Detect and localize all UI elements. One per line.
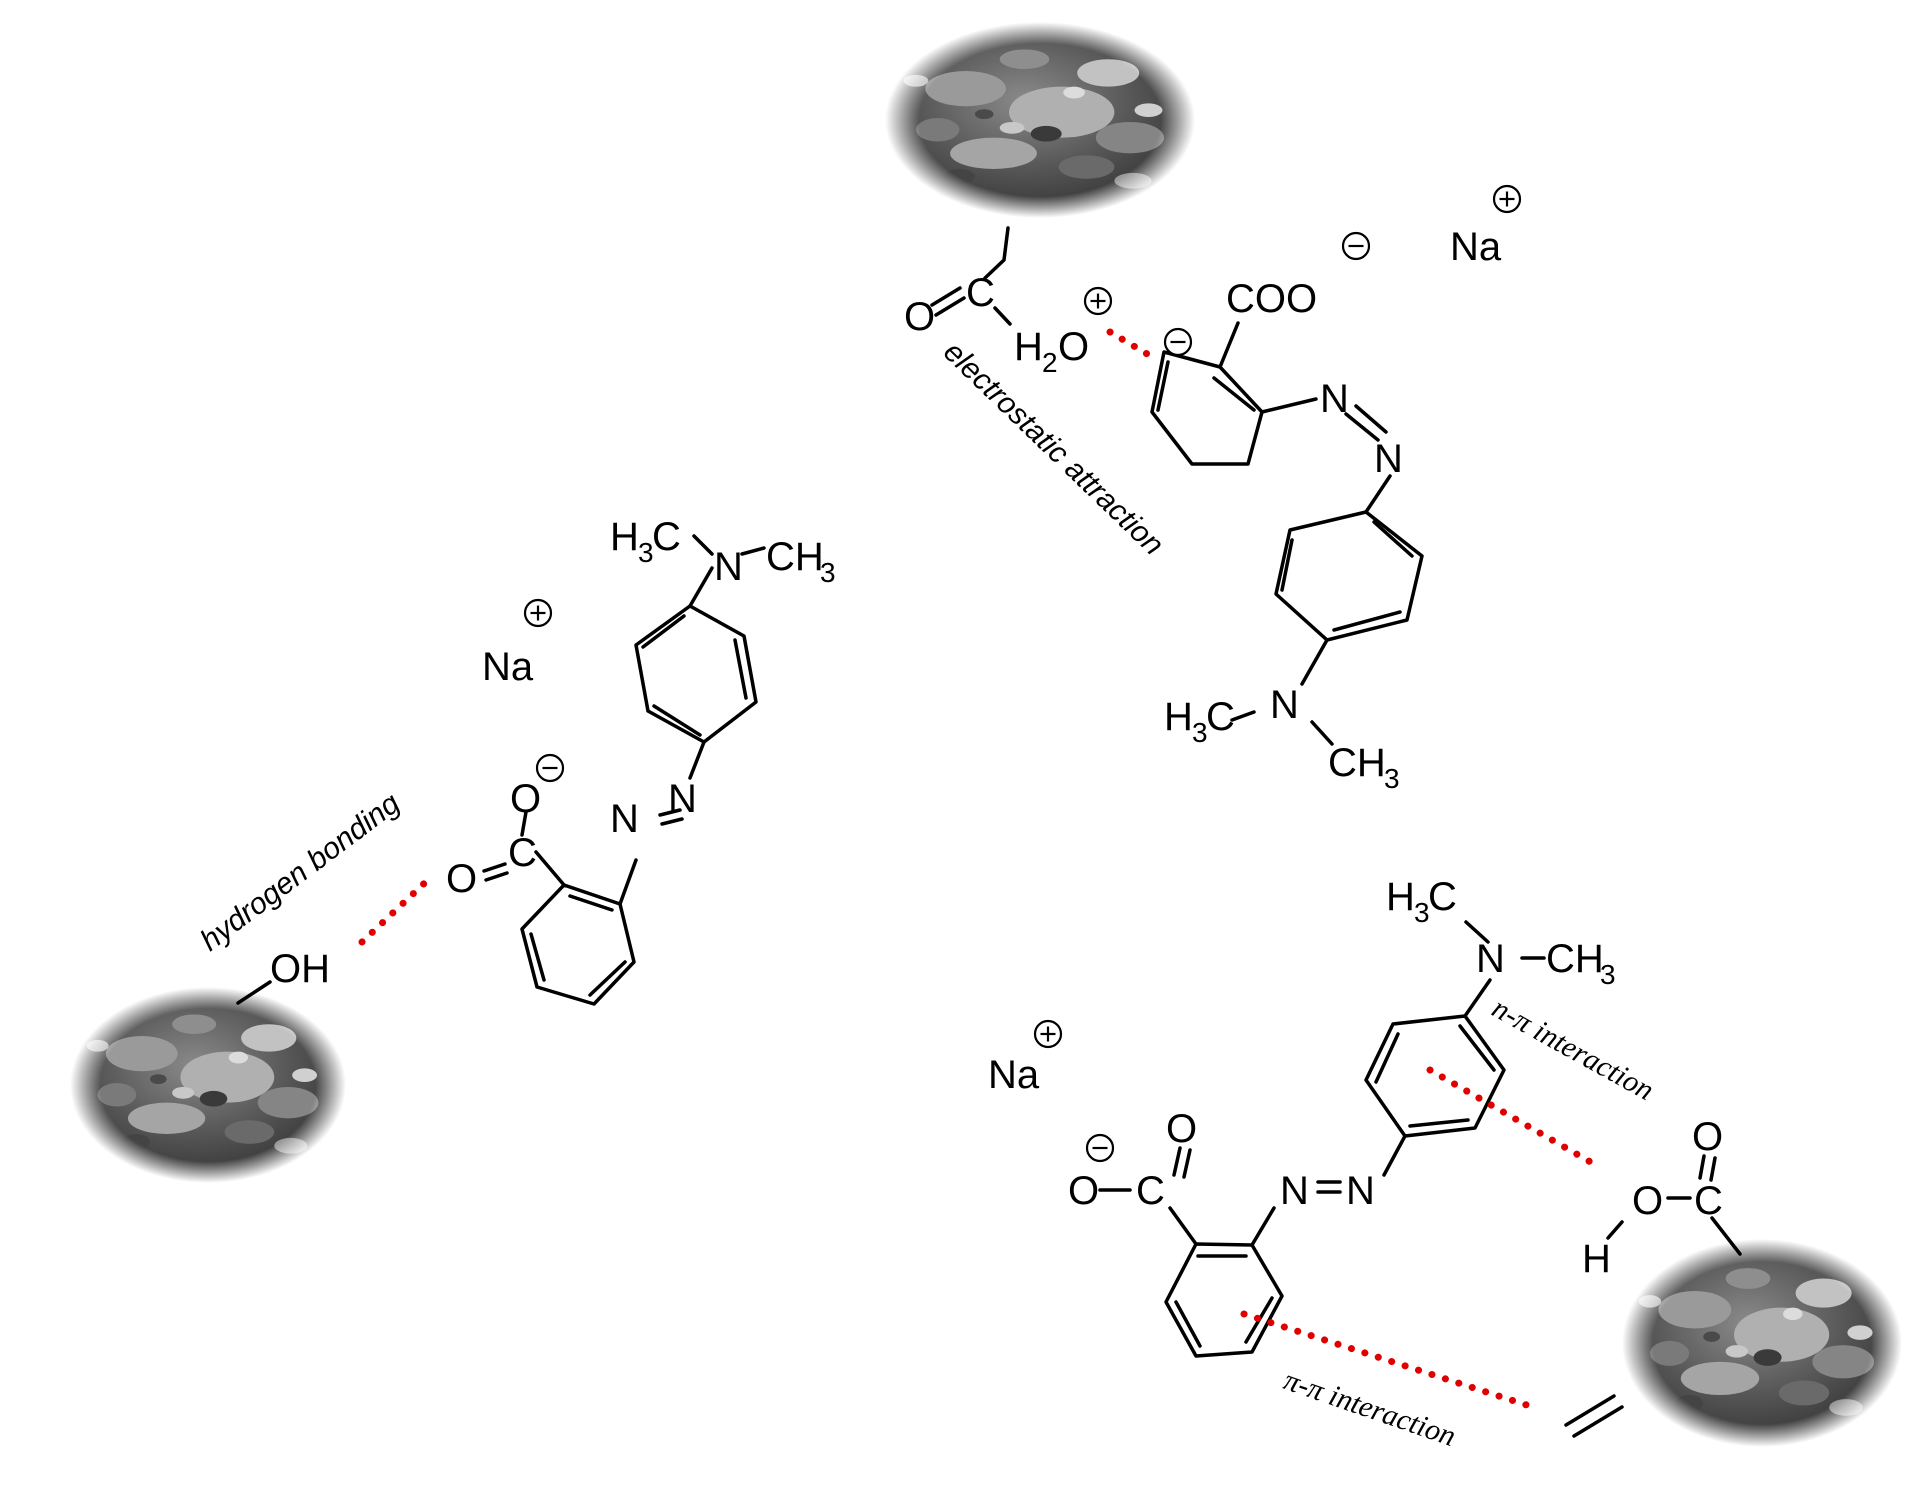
bottom-c-carboxylate: C — [1136, 1169, 1165, 1213]
pi-pi-interaction-line — [1240, 1310, 1540, 1412]
top-n1: N — [1320, 377, 1349, 421]
bottom-o-acid-top: O — [1692, 1115, 1723, 1159]
bottom-c-acid: C — [1694, 1179, 1723, 1223]
left-n2: N — [668, 777, 697, 821]
left-molecule-atoms: H 3 C N CH 3 Na O O C N N OH — [270, 515, 836, 991]
top-h2o-plus-charge — [1083, 286, 1113, 316]
left-molecule-bonds — [236, 534, 766, 1006]
bottom-h3c-h: H — [1386, 875, 1415, 919]
top-h3c-sub: 3 — [1192, 717, 1208, 748]
top-ch3-sub: 3 — [1384, 763, 1400, 794]
top-c-carbonyl: C — [966, 271, 995, 315]
left-oh: OH — [270, 947, 330, 991]
bottom-ch3-c: CH — [1546, 937, 1604, 981]
top-h3c-h: H — [1164, 695, 1193, 739]
bottom-o-acid: O — [1632, 1179, 1663, 1223]
left-ch3-sub: 3 — [820, 557, 836, 588]
top-h2o-h: H — [1014, 325, 1043, 369]
top-o-carbonyl: O — [904, 295, 935, 339]
left-n1: N — [610, 797, 639, 841]
left-ch3-c: CH — [766, 535, 824, 579]
left-na-plus-charge — [523, 598, 553, 628]
top-ring-minus-charge — [1163, 327, 1193, 357]
bottom-n2: N — [1346, 1169, 1375, 1213]
top-coo-minus-charge — [1341, 231, 1371, 261]
bottom-o-minus-charge — [1085, 1133, 1115, 1163]
n-pi-interaction-label: n-π interaction — [1487, 991, 1660, 1107]
adsorbent-particle-left — [70, 987, 346, 1183]
top-n-amine: N — [1270, 683, 1299, 727]
left-o-carbonyl: O — [446, 857, 477, 901]
top-n2: N — [1374, 437, 1403, 481]
bottom-h3c-c: C — [1428, 875, 1457, 919]
bottom-molecule-atoms: H 3 C N CH 3 Na O O C N N O O C H — [988, 875, 1723, 1281]
electrostatic-interaction-line — [1106, 328, 1158, 362]
left-h3c-h: H — [610, 515, 639, 559]
bottom-na-plus-charge — [1033, 1019, 1063, 1049]
n-pi-interaction-line — [1426, 1066, 1598, 1168]
top-coo: COO — [1226, 277, 1317, 321]
bottom-o-top: O — [1166, 1107, 1197, 1151]
top-h2o-o: O — [1058, 325, 1089, 369]
hydrogen-bond-interaction-line — [358, 872, 436, 946]
top-molecule-atoms: O C H 2 O COO Na N N H 3 C N CH 3 — [904, 225, 1502, 794]
bottom-h-acid: H — [1582, 1237, 1611, 1281]
bottom-n1: N — [1280, 1169, 1309, 1213]
top-molecule-bonds — [930, 226, 1424, 746]
left-n-amine: N — [714, 545, 743, 589]
bottom-na: Na — [988, 1053, 1040, 1097]
left-c-carbonyl: C — [508, 831, 537, 875]
left-na: Na — [482, 645, 534, 689]
left-h3c-sub: 3 — [638, 537, 654, 568]
top-h2o-sub: 2 — [1042, 347, 1058, 378]
left-o-minus-charge — [535, 753, 565, 783]
top-na-plus-charge — [1492, 184, 1522, 214]
bottom-ch3-sub: 3 — [1600, 959, 1616, 990]
bottom-h3c-sub: 3 — [1414, 897, 1430, 928]
top-na: Na — [1450, 225, 1502, 269]
bottom-o-minus: O — [1068, 1169, 1099, 1213]
left-o-minus: O — [510, 777, 541, 821]
left-h3c-c: C — [652, 515, 681, 559]
bottom-n-amine: N — [1476, 937, 1505, 981]
adsorbent-particle-bottom — [1622, 1239, 1902, 1447]
top-ch3-c: CH — [1328, 741, 1386, 785]
bottom-molecule-bonds — [1098, 920, 1742, 1438]
adsorbent-particle-top — [885, 21, 1195, 218]
top-h3c-c: C — [1206, 695, 1235, 739]
